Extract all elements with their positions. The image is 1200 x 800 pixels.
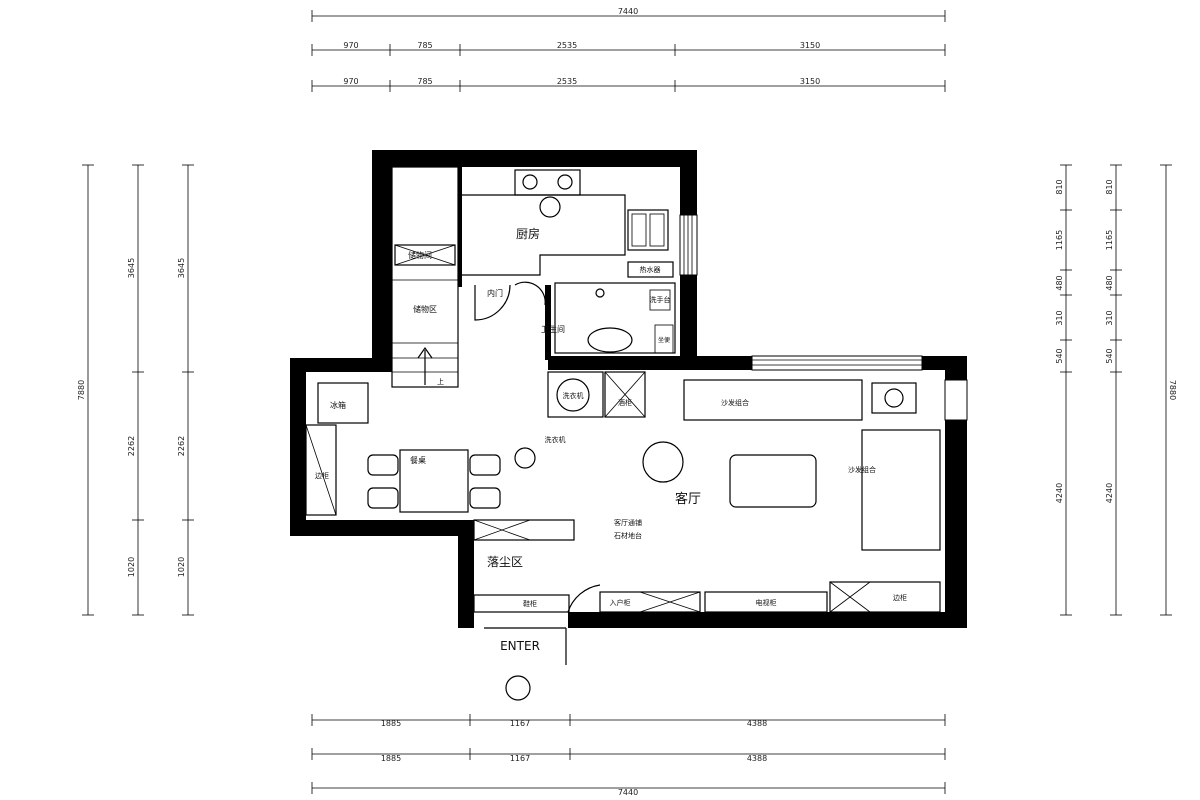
dining: 冰箱 边柜 餐桌 [305, 382, 536, 516]
side-cabinet-label: 边柜 [315, 471, 329, 480]
left-total-dim: 7880 [77, 380, 86, 400]
washer-note: 洗衣机 [545, 435, 566, 444]
top-dim-1b: 970 [343, 77, 358, 86]
chair-icon [642, 441, 684, 483]
bottom-total-dim: 7440 [618, 788, 638, 797]
door-label: 内门 [487, 288, 503, 298]
person-icon [539, 196, 561, 218]
top-dim-4b: 3150 [800, 77, 820, 86]
washer-label: 洗衣机 [563, 391, 584, 400]
top-dimensions: 7440 970 785 2535 3150 970 785 2535 3150 [311, 7, 946, 92]
right-dim-3b: 480 [1105, 275, 1114, 290]
left-dim-1a: 3645 [127, 258, 136, 278]
storage-label: 储物区 [413, 304, 437, 314]
bottom-dim-1a: 1885 [381, 719, 401, 728]
top-dim-4a: 3150 [800, 41, 820, 50]
laundry: 洗衣机 酒柜 洗衣机 [545, 371, 646, 444]
bottom-dim-3a: 4388 [747, 719, 767, 728]
bottom-dim-2b: 1167 [510, 754, 530, 763]
floor-note2: 石材地台 [614, 531, 642, 540]
right-dim-1b: 810 [1105, 179, 1114, 194]
entry-area-label: 落尘区 [487, 555, 523, 569]
bathroom-label: 卫生间 [541, 324, 565, 334]
left-dim-2b: 2262 [177, 436, 186, 456]
right-dim-6a: 4240 [1055, 483, 1064, 503]
right-dim-1a: 810 [1055, 179, 1064, 194]
bottom-dim-3b: 4388 [747, 754, 767, 763]
fridge-label: 冰箱 [330, 400, 346, 410]
top-dim-3b: 2535 [557, 77, 577, 86]
right-dim-5a: 540 [1055, 348, 1064, 363]
basin-label: 洗手台 [650, 295, 671, 304]
entry-label: ENTER [500, 639, 540, 653]
top-dim-2a: 785 [417, 41, 432, 50]
left-dimensions: 7880 3645 2262 1020 3645 2262 1020 [77, 164, 194, 616]
right-dim-4a: 310 [1055, 310, 1064, 325]
right-dim-2a: 1165 [1055, 230, 1064, 250]
right-dim-6b: 4240 [1105, 483, 1114, 503]
toilet-label: 坐便 [658, 336, 670, 344]
bathroom: 内门 洗手台 卫生间 坐便 [474, 281, 676, 354]
up-label: 上 [437, 377, 444, 386]
right-dim-2b: 1165 [1105, 230, 1114, 250]
dining-person-icon [514, 447, 536, 469]
top-dim-2b: 785 [417, 77, 432, 86]
kitchen-label: 厨房 [516, 226, 540, 241]
top-total-dim: 7440 [618, 7, 638, 16]
sofa-right-label: 沙发组合 [848, 465, 876, 474]
bottom-dim-1b: 1885 [381, 754, 401, 763]
left-dim-2a: 2262 [127, 436, 136, 456]
living-room: 沙发组合 沙发组合 客厅 客厅通铺 石材地台 入户柜 电视柜 边柜 [599, 379, 941, 613]
bottom-dimensions: 1885 1167 4388 1885 1167 4388 7440 [311, 714, 946, 797]
water-heater-label: 热水器 [640, 265, 661, 274]
side-cabinet-right-label: 边柜 [893, 593, 907, 602]
entry-person-icon [505, 675, 531, 701]
storage-column: 储物间 储物区 上 [391, 166, 459, 388]
living-label: 客厅 [675, 491, 701, 507]
tv-cabinet-label: 电视柜 [756, 598, 777, 607]
shoe-label: 鞋柜 [523, 599, 537, 608]
sofa-top-label: 沙发组合 [721, 398, 749, 407]
floor-note1: 客厅通铺 [614, 518, 642, 527]
walls [290, 150, 968, 628]
left-dim-3a: 1020 [127, 557, 136, 577]
top-dim-3a: 2535 [557, 41, 577, 50]
right-dim-4b: 310 [1105, 310, 1114, 325]
left-dim-3b: 1020 [177, 557, 186, 577]
wine-label: 酒柜 [618, 398, 632, 407]
right-total-dim: 7880 [1168, 380, 1177, 400]
right-dimensions: 810 1165 480 310 540 4240 810 1165 480 3… [1055, 164, 1177, 616]
dining-label: 餐桌 [410, 455, 426, 465]
entry-cabinet-label: 入户柜 [610, 598, 631, 607]
right-dim-5b: 540 [1105, 348, 1114, 363]
top-dim-1a: 970 [343, 41, 358, 50]
right-dim-3a: 480 [1055, 275, 1064, 290]
storage-top-label: 储物间 [408, 250, 432, 260]
entry-area: 落尘区 鞋柜 ENTER [473, 519, 601, 701]
left-dim-1b: 3645 [177, 258, 186, 278]
kitchen: 热水器 厨房 [462, 169, 674, 278]
bottom-dim-2a: 1167 [510, 719, 530, 728]
